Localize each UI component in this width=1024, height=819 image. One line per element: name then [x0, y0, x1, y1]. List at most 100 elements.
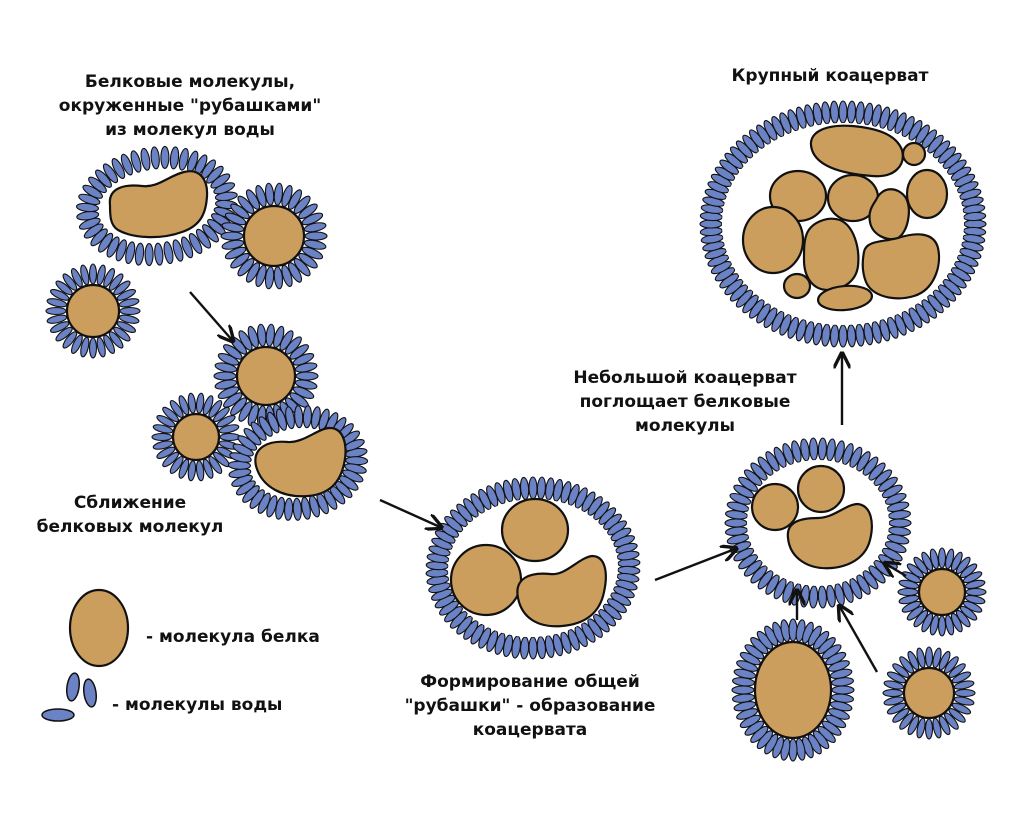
- water-molecule: [817, 585, 827, 609]
- protein-molecule: [905, 168, 949, 220]
- water-shell: [882, 646, 976, 740]
- protein-molecules: [65, 124, 967, 740]
- water-molecule: [150, 146, 160, 170]
- water-shell: [227, 405, 369, 521]
- water-molecule: [924, 718, 934, 740]
- water-molecule: [195, 228, 212, 249]
- water-molecule: [965, 587, 987, 597]
- water-molecule: [954, 688, 976, 698]
- water-shell: [151, 392, 241, 482]
- legend-water-molecule-icon: [65, 672, 81, 702]
- protein-molecule: [802, 217, 860, 292]
- protein-molecule: [796, 464, 846, 514]
- water-molecule: [88, 337, 98, 359]
- water-molecule: [800, 438, 810, 462]
- water-molecule: [160, 145, 170, 169]
- protein-molecule: [500, 497, 570, 563]
- water-molecule: [181, 236, 194, 259]
- water-molecule: [888, 510, 911, 520]
- water-molecule: [788, 738, 798, 762]
- water-molecule: [111, 158, 126, 179]
- water-molecule: [826, 584, 836, 608]
- protein-molecule-bean: [516, 554, 607, 628]
- water-molecule: [134, 242, 145, 266]
- water-molecule: [937, 547, 947, 569]
- protein-molecule-bean: [254, 426, 347, 498]
- water-molecule: [724, 518, 748, 528]
- common-shell: [425, 476, 641, 660]
- water-molecule: [826, 438, 836, 462]
- water-molecule: [95, 169, 112, 188]
- water-molecule: [144, 243, 154, 267]
- label-large-coacervate: Крупный коацерват: [720, 64, 940, 88]
- arrow-absorb-bottom-right: [840, 607, 879, 673]
- label-line: Крупный коацерват: [731, 66, 929, 86]
- legend-water-label: - молекулы воды: [112, 695, 283, 715]
- water-molecule: [45, 306, 67, 316]
- water-molecule: [846, 324, 857, 348]
- water-molecule: [856, 574, 871, 595]
- label-approach: Сближение белковых молекул: [30, 491, 230, 539]
- water-molecule: [528, 636, 538, 660]
- water-molecule: [829, 100, 840, 124]
- water-molecule: [519, 476, 530, 500]
- water-molecule: [172, 239, 184, 262]
- water-molecule: [120, 153, 133, 176]
- water-molecule: [130, 150, 142, 173]
- water-molecule: [285, 406, 295, 430]
- legend-protein-icon: [68, 588, 130, 668]
- protein-molecule-bean: [108, 170, 209, 239]
- water-molecule: [855, 101, 865, 125]
- common-shell: [699, 100, 987, 348]
- protein-molecule: [902, 666, 956, 720]
- legend-water-molecule-icon: [82, 678, 98, 708]
- label-line: поглощает белковые: [579, 392, 791, 412]
- water-molecule: [528, 476, 538, 500]
- protein-molecule: [741, 205, 805, 275]
- protein-molecule: [242, 204, 306, 268]
- water-molecule: [276, 408, 287, 431]
- label-line: из молекул воды: [105, 120, 275, 140]
- water-molecule: [817, 437, 827, 461]
- water-molecule: [699, 219, 723, 229]
- water-shell: [897, 547, 987, 637]
- water-molecule: [119, 306, 141, 316]
- label-shell-formation: Формирование общей "рубашки" - образован…: [395, 670, 665, 742]
- label-line: молекулы: [635, 416, 735, 436]
- water-molecule: [294, 405, 304, 429]
- water-molecule: [302, 405, 312, 429]
- protein-molecule: [901, 141, 927, 167]
- label-line: "рубашки" - образование: [404, 696, 656, 716]
- label-small-absorbs: Небольшой коацерват поглощает белковые м…: [565, 366, 805, 438]
- water-molecule: [202, 224, 219, 243]
- water-molecule: [88, 263, 98, 285]
- water-molecule: [888, 518, 912, 528]
- water-molecule: [616, 550, 640, 561]
- process-arrows: [189, 291, 907, 673]
- arrow-approach: [189, 291, 232, 340]
- water-molecule: [115, 239, 127, 262]
- protein-molecule: [917, 567, 967, 617]
- water-molecule: [106, 236, 120, 258]
- label-line: Формирование общей: [420, 672, 640, 692]
- label-proteins-with-shells: Белковые молекулы, окруженные "рубашками…: [55, 70, 325, 142]
- water-molecule: [102, 163, 119, 184]
- protein-molecule: [782, 272, 812, 300]
- water-molecule: [855, 323, 865, 347]
- water-molecule: [788, 618, 798, 642]
- legend-water-molecule-icon: [41, 708, 75, 722]
- protein-molecule: [235, 345, 297, 407]
- label-line: Белковые молекулы,: [84, 72, 296, 92]
- protein-molecule: [750, 482, 800, 532]
- protein-molecule: [753, 640, 833, 740]
- water-molecule: [838, 324, 848, 348]
- water-molecule: [304, 231, 328, 241]
- water-molecule: [821, 323, 831, 347]
- water-molecule: [536, 476, 546, 500]
- water-molecule: [765, 451, 780, 472]
- water-molecule: [731, 685, 755, 695]
- label-line: Сближение: [73, 493, 187, 513]
- water-molecule: [88, 176, 107, 194]
- water-molecule: [125, 241, 136, 265]
